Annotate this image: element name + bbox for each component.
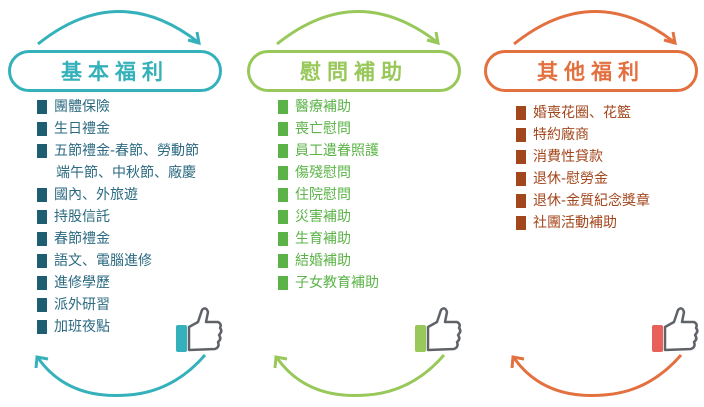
- bullet-icon: [278, 166, 288, 180]
- cycle-arrows-icon: [273, 10, 446, 398]
- list-item-label: 加班夜點: [54, 319, 110, 335]
- bullet-icon: [278, 232, 288, 246]
- bullet-icon: [37, 276, 47, 290]
- list-item: 婚喪花圈、花籃: [516, 102, 650, 124]
- list-item-label: 生育補助: [295, 231, 351, 247]
- list-item: 五節禮金-春節、勞動節: [37, 140, 199, 162]
- list-item-label: 生日禮金: [54, 121, 110, 137]
- bullet-icon: [516, 128, 526, 142]
- list-item: 災害補助: [278, 206, 379, 228]
- list-item: 生育補助: [278, 228, 379, 250]
- list-item: 消費性貸款: [516, 146, 650, 168]
- list-item: 醫療補助: [278, 96, 379, 118]
- list-item: 加班夜點: [37, 316, 199, 338]
- list-item: 喪亡慰問: [278, 118, 379, 140]
- list-item-label: 退休-慰勞金: [533, 171, 609, 187]
- bullet-icon: [278, 188, 288, 202]
- list-item-label: 喪亡慰問: [295, 121, 351, 137]
- bullet-icon: [278, 122, 288, 136]
- bullet-icon: [37, 122, 47, 136]
- list-item: 傷殘慰問: [278, 162, 379, 184]
- bullet-icon: [278, 276, 288, 290]
- list-item-label: 團體保險: [54, 99, 110, 115]
- list-item-label: 語文、電腦進修: [54, 253, 152, 269]
- list-item-label: 員工遺眷照護: [295, 143, 379, 159]
- list-item: 結婚補助: [278, 250, 379, 272]
- list-item: 國內、外旅遊: [37, 184, 199, 206]
- list-item: 子女教育補助: [278, 272, 379, 294]
- list-item: 團體保險: [37, 96, 199, 118]
- bullet-icon: [516, 150, 526, 164]
- list-item-label: 進修學歷: [54, 275, 110, 291]
- list-item-label: 特約廠商: [533, 127, 589, 143]
- list-item: 社團活動補助: [516, 212, 650, 234]
- category-header: 慰問補助: [247, 50, 461, 92]
- list-item: 進修學歷: [37, 272, 199, 294]
- bullet-icon: [37, 232, 47, 246]
- list-item: 員工遺眷照護: [278, 140, 379, 162]
- list-item-label: 社團活動補助: [533, 215, 617, 231]
- bullet-icon: [278, 144, 288, 158]
- bullet-icon: [37, 100, 47, 114]
- bullet-icon: [278, 210, 288, 224]
- bullet-icon: [37, 210, 47, 224]
- list-item-label: 國內、外旅遊: [54, 187, 138, 203]
- bullet-icon: [37, 188, 47, 202]
- benefit-list: 團體保險生日禮金五節禮金-春節、勞動節端午節、中秋節、廠慶國內、外旅遊持股信託春…: [37, 96, 199, 338]
- bullet-icon: [278, 100, 288, 114]
- list-item: 端午節、中秋節、廠慶: [37, 162, 199, 184]
- list-item: 住院慰問: [278, 184, 379, 206]
- bullet-icon: [37, 254, 47, 268]
- list-item-label: 春節禮金: [54, 231, 110, 247]
- list-item: 春節禮金: [37, 228, 199, 250]
- benefit-list: 婚喪花圈、花籃特約廠商消費性貸款退休-慰勞金退休-金質紀念獎章社團活動補助: [516, 102, 650, 234]
- list-item-label: 派外研習: [54, 297, 110, 313]
- benefit-list: 醫療補助喪亡慰問員工遺眷照護傷殘慰問住院慰問災害補助生育補助結婚補助子女教育補助: [278, 96, 379, 294]
- bullet-icon: [516, 172, 526, 186]
- list-item-label: 醫療補助: [295, 99, 351, 115]
- list-item: 持股信託: [37, 206, 199, 228]
- bullet-icon: [516, 194, 526, 208]
- cycle-arrows-icon: [510, 10, 683, 398]
- bullet-icon: [516, 216, 526, 230]
- bullet-icon: [37, 144, 47, 158]
- thumbs-up-icon: [415, 307, 462, 352]
- list-item: 語文、電腦進修: [37, 250, 199, 272]
- list-item-label: 端午節、中秋節、廠慶: [56, 165, 196, 181]
- list-item: 退休-慰勞金: [516, 168, 650, 190]
- list-item: 派外研習: [37, 294, 199, 316]
- thumbs-up-icon: [176, 307, 223, 352]
- list-item-label: 子女教育補助: [295, 275, 379, 291]
- cycle-arrows-icon: [34, 10, 207, 398]
- list-item: 退休-金質紀念獎章: [516, 190, 650, 212]
- list-item-label: 結婚補助: [295, 253, 351, 269]
- column-other: 其他福利 婚喪花圈、花籃特約廠商消費性貸款退休-慰勞金退休-金質紀念獎章社團活動…: [484, 0, 704, 407]
- list-item-label: 消費性貸款: [533, 149, 603, 165]
- category-title: 其他福利: [537, 60, 645, 84]
- list-item: 特約廠商: [516, 124, 650, 146]
- list-item-label: 持股信託: [54, 209, 110, 225]
- list-item: 生日禮金: [37, 118, 199, 140]
- bullet-icon: [37, 320, 47, 334]
- bullet-icon: [37, 298, 47, 312]
- column-basic: 基本福利 團體保險生日禮金五節禮金-春節、勞動節端午節、中秋節、廠慶國內、外旅遊…: [8, 0, 238, 407]
- category-title: 慰問補助: [300, 60, 408, 84]
- list-item-label: 災害補助: [295, 209, 351, 225]
- thumbs-up-icon: [652, 307, 699, 352]
- list-item-label: 住院慰問: [295, 187, 351, 203]
- column-condolence: 慰問補助 醫療補助喪亡慰問員工遺眷照護傷殘慰問住院慰問災害補助生育補助結婚補助子…: [247, 0, 477, 407]
- list-item-label: 傷殘慰問: [295, 165, 351, 181]
- category-header: 其他福利: [484, 50, 698, 92]
- list-item-label: 五節禮金-春節、勞動節: [54, 143, 200, 159]
- list-item-label: 退休-金質紀念獎章: [533, 193, 651, 209]
- category-header: 基本福利: [8, 50, 222, 92]
- list-item-label: 婚喪花圈、花籃: [533, 105, 631, 121]
- bullet-icon: [278, 254, 288, 268]
- bullet-icon: [516, 106, 526, 120]
- category-title: 基本福利: [61, 60, 169, 84]
